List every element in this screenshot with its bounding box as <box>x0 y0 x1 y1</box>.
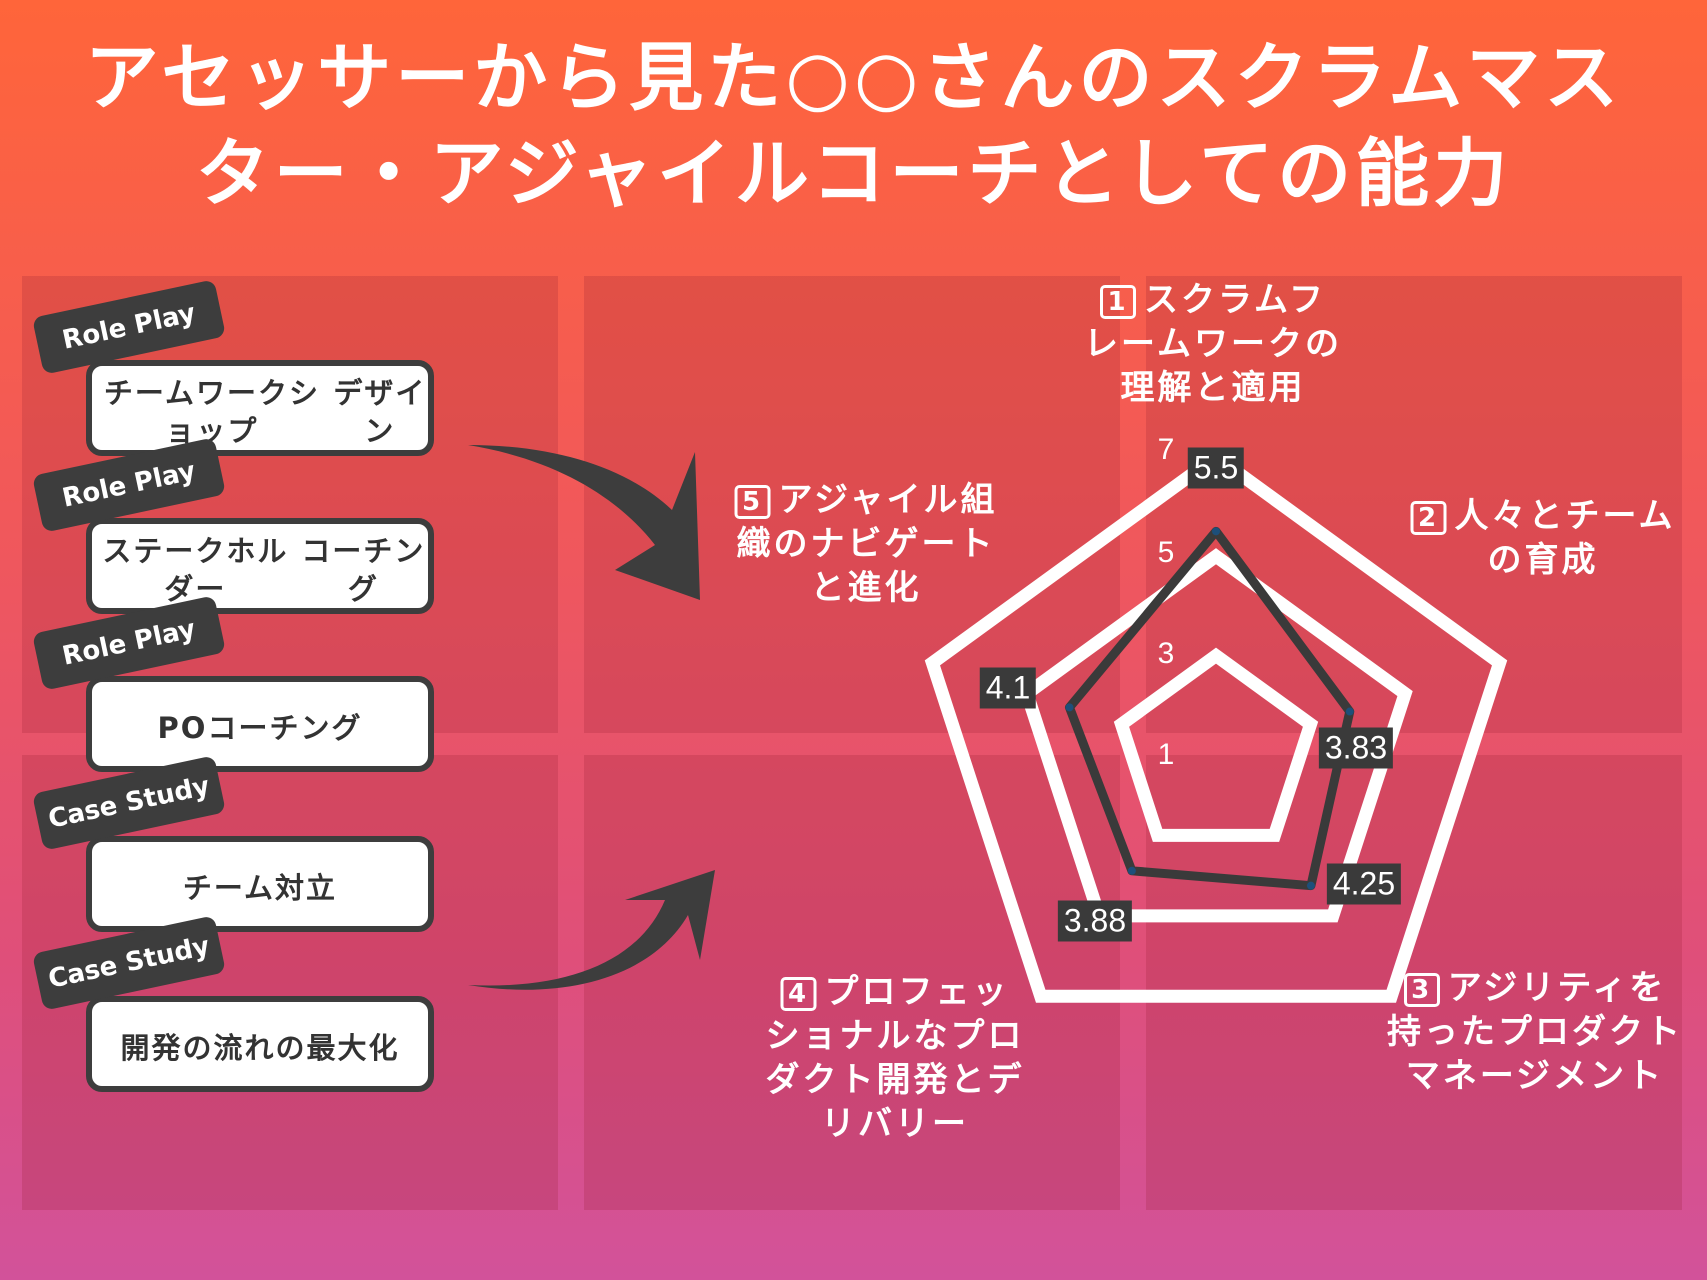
axis-number-badge: 1 <box>1100 284 1137 319</box>
exercise-title: POコーチング <box>157 711 363 745</box>
radar-grid-ring <box>924 448 1508 1003</box>
axis-label-line: スクラムフ <box>1144 280 1326 320</box>
axis-label-line: レームワークの <box>1084 324 1342 364</box>
radar-data-point <box>1065 703 1074 712</box>
exercise-card: POコーチング <box>86 676 434 772</box>
axis-label-line: と進化 <box>810 568 922 608</box>
radar-tick-label: 5 <box>1157 536 1175 569</box>
radar-data-point <box>1306 881 1315 890</box>
axis-label-line: ダクト開発とデ <box>765 1060 1025 1100</box>
radar-value-label: 3.83 <box>1318 727 1394 769</box>
exercise-title: チームワークショップ <box>103 376 320 448</box>
exercise-card: チームワークショップデザイン <box>86 360 434 456</box>
axis-label-line: アジリティを <box>1447 968 1667 1008</box>
radar-data-point <box>1212 527 1220 536</box>
arrow-icon <box>468 870 715 990</box>
axis-label-line: 織のナビゲート <box>736 524 996 564</box>
radar-tick-label: 3 <box>1157 637 1175 670</box>
exercise-card: 開発の流れの最大化 <box>86 996 434 1092</box>
arrow-icon <box>468 445 700 600</box>
axis-label-line: 理解と適用 <box>1120 368 1306 408</box>
radar-tick-label: 7 <box>1157 433 1175 466</box>
axis-number-badge: 2 <box>1410 500 1447 535</box>
axis-label-line: 持ったプロダクト <box>1387 1012 1683 1052</box>
axis-label-line: 人々とチーム <box>1454 496 1676 536</box>
radar-value-label: 3.88 <box>1057 900 1133 942</box>
photo-panel <box>584 276 1120 733</box>
axis-number-badge: 4 <box>780 976 817 1011</box>
axis-label-line: ショナルなプロ <box>765 1016 1025 1056</box>
exercise-card: チーム対立 <box>86 836 434 932</box>
exercise-title: チーム対立 <box>182 871 338 905</box>
axis-label-line: マネージメント <box>1405 1056 1665 1096</box>
axis-label-line: の育成 <box>1487 540 1599 580</box>
radar-data-point <box>1127 866 1136 875</box>
axis-label-line: プロフェッ <box>824 972 1010 1012</box>
exercise-title: デザイン <box>333 376 427 448</box>
page-title: アセッサーから見た○○さんのスクラムマス ター・アジャイルコーチとしての能力 <box>84 35 1623 217</box>
radar-data-point <box>1345 707 1354 716</box>
exercise-title: 開発の流れの最大化 <box>120 1031 400 1065</box>
axis-number-badge: 3 <box>1403 972 1440 1007</box>
axis-label-line: リバリー <box>821 1104 969 1144</box>
radar-value-label: 4.1 <box>979 667 1037 709</box>
radar-value-label: 4.25 <box>1326 863 1402 905</box>
radar-value-label: 5.5 <box>1187 447 1245 489</box>
exercise-title: コーチング <box>301 534 426 606</box>
radar-tick-label: 1 <box>1157 738 1175 771</box>
axis-number-badge: 5 <box>734 484 771 519</box>
radar-series-line <box>1064 526 1355 891</box>
axis-label-line: アジャイル組 <box>778 480 998 520</box>
radar-grid-ring <box>1113 647 1319 842</box>
radar-grid-ring <box>1019 548 1413 923</box>
